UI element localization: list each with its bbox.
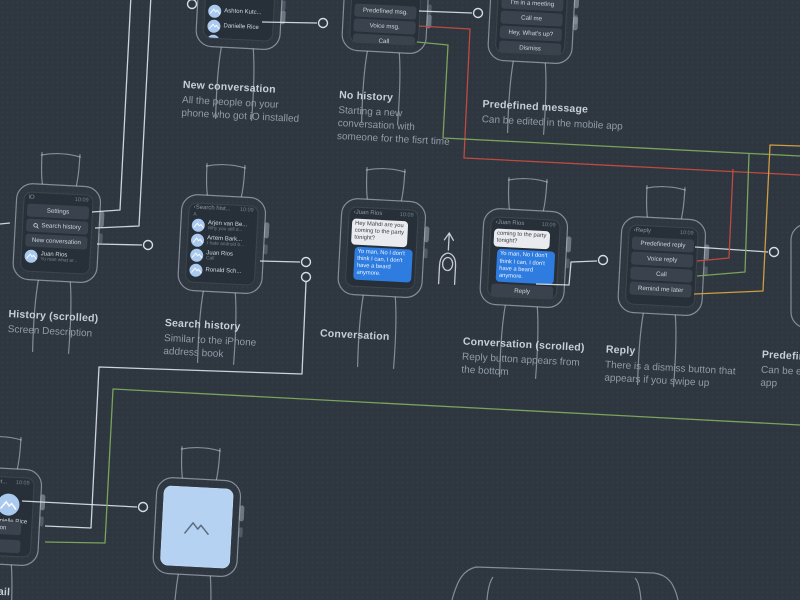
clock: 10:09 <box>74 196 89 204</box>
avatar <box>189 263 203 278</box>
back-button[interactable]: ‹Contact det... <box>0 478 8 486</box>
back-button[interactable]: ‹Juan Rios <box>353 209 383 218</box>
label-new-conversation: New conversation All the people on your … <box>181 79 305 127</box>
watch-conversation: ‹Juan Rios 10:09 Hey Mahdi are you comin… <box>324 165 436 401</box>
clock: 10:09 <box>15 479 30 487</box>
watch-predefined-message: I'm in a meeting Call me Hey, What's up?… <box>474 0 586 166</box>
label-predefined-right-clipped: Predefined message Can be edited in the … <box>760 349 800 397</box>
call-button[interactable]: Call <box>0 536 21 554</box>
clock: 10:09 <box>239 206 254 214</box>
avatar <box>189 248 204 263</box>
avatar <box>190 233 205 248</box>
clock: 10:09 <box>399 211 414 219</box>
conversation-scrolled-screen: ‹Juan Rios 10:09 coming to the party ton… <box>486 216 561 300</box>
call-me-button[interactable]: Call me <box>500 10 563 27</box>
label-desc: Starting a new conversation with someone… <box>336 105 450 149</box>
contact-row[interactable]: Ronald Sch... <box>186 262 255 281</box>
history-row-juan-rios[interactable]: Juan Rios Yo man what ar... <box>21 248 90 267</box>
watch-history-scrolled: iO 10:09 Settings Search history New con… <box>0 150 111 386</box>
label-conversation-scrolled: Conversation (scrolled) Reply button app… <box>461 336 595 384</box>
back-button[interactable]: ‹Reply <box>633 227 652 235</box>
mountain-image-icon <box>183 522 210 536</box>
settings-button[interactable]: Settings <box>26 203 90 220</box>
watch-no-history: Predefined msg. Voice msg. Call <box>328 0 440 156</box>
clock: 10:09 <box>679 229 694 237</box>
search-history-button[interactable]: Search history <box>25 218 89 235</box>
watch-contact-detail: ‹Contact det... 10:09 Danielle Rice Conv… <box>0 433 52 600</box>
search-history-screen: ‹Search hist... 10:09 A Arjen van Be... … <box>184 202 259 286</box>
avatar <box>191 218 206 233</box>
meeting-button[interactable]: I'm in a meeting <box>501 0 564 12</box>
voice-reply-button[interactable]: Voice reply <box>630 251 694 268</box>
message-preview: Yo man what ar... <box>40 257 78 265</box>
label-desc: Can be edited in the mobile app <box>760 364 800 390</box>
whats-up-button[interactable]: Hey, What's up? <box>499 25 563 42</box>
avatar <box>0 493 21 517</box>
avatar <box>207 19 221 34</box>
avatar <box>24 249 38 264</box>
history-screen: iO 10:09 Settings Search history New con… <box>19 191 94 275</box>
photo-screen <box>159 485 234 569</box>
watch-new-conversation: Ashton Kutc... Danielle Rice Dorothy Dea… <box>182 0 294 152</box>
no-history-screen: Predefined msg. Voice msg. Call <box>348 0 423 46</box>
back-button[interactable]: ‹Juan Rios <box>495 219 525 228</box>
predefined-msg-button[interactable]: Predefined msg. <box>354 3 417 20</box>
label-no-history: No history Starting a new conversation w… <box>337 89 454 149</box>
reply-screen: ‹Reply 10:09 Predefined reply Voice repl… <box>624 224 699 308</box>
search-icon <box>33 222 40 229</box>
incoming-message-bubble: coming to the party tonight? <box>493 228 551 250</box>
contact-name: Ashton Kutc... <box>224 8 262 17</box>
predefined-screen: I'm in a meeting Call me Hey, What's up?… <box>494 0 569 56</box>
label-reply: Reply There is a dismiss button that app… <box>604 344 738 392</box>
app-title: iO <box>28 194 35 201</box>
contact-detail-screen: ‹Contact det... 10:09 Danielle Rice Conv… <box>0 474 35 558</box>
outgoing-message-bubble: Yo man, No I don't think I can, I don't … <box>495 249 556 286</box>
conversation-button[interactable]: Conversation <box>0 518 22 536</box>
contacts-screen: Ashton Kutc... Danielle Rice Dorothy Dea… <box>202 0 277 42</box>
predefined-reply-button[interactable]: Predefined reply <box>631 236 695 253</box>
outgoing-message-bubble: Yo man, No I don't think I can, I don't … <box>353 246 413 283</box>
avatar <box>207 4 222 19</box>
contact-name: Danielle Rice <box>223 23 259 32</box>
call-button[interactable]: Call <box>630 266 693 283</box>
remind-me-later-button[interactable]: Remind me later <box>629 281 692 298</box>
partial-watch-right-edge <box>790 224 800 328</box>
watch-image <box>139 444 251 600</box>
voice-msg-button[interactable]: Voice msg. <box>353 18 416 35</box>
conversation-screen: ‹Juan Rios 10:09 Hey Mahdi are you comin… <box>344 206 419 290</box>
label-search-history: Search history Similar to the iPhone add… <box>163 317 281 364</box>
incoming-message-bubble: Hey Mahdi are you coming to the party to… <box>350 218 409 248</box>
swipe-up-gesture-icon <box>428 221 468 293</box>
partial-watch-straps-bottom <box>451 566 679 600</box>
new-conversation-button[interactable]: New conversation <box>25 233 88 250</box>
clock: 10:09 <box>541 221 556 229</box>
